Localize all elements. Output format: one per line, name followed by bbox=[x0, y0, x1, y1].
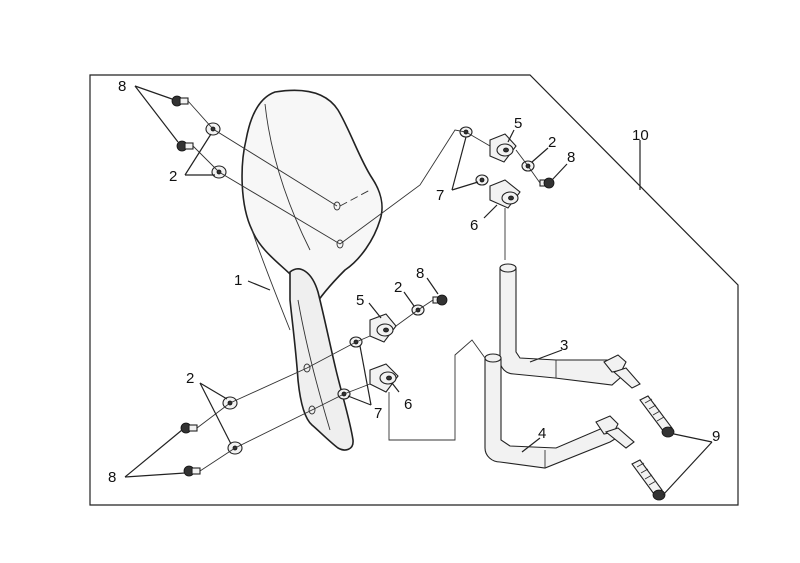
callout-2-top-right: 2 bbox=[548, 134, 556, 151]
callout-7-top-right: 7 bbox=[436, 187, 444, 204]
callout-7-middle: 7 bbox=[374, 405, 382, 422]
windshield-part bbox=[241, 89, 383, 451]
callout-8-middle: 8 bbox=[416, 265, 424, 282]
leader-lines bbox=[124, 85, 713, 496]
clamp-middle bbox=[369, 363, 399, 393]
callout-8-top-left: 8 bbox=[118, 78, 126, 95]
short-bolts bbox=[171, 95, 555, 477]
callout-2-middle: 2 bbox=[394, 279, 402, 296]
callout-6-middle: 6 bbox=[404, 396, 412, 413]
long-bolt-upper bbox=[639, 395, 675, 438]
assembly-lines bbox=[187, 100, 541, 472]
callout-10: 10 bbox=[632, 127, 649, 144]
callout-5-top-right: 5 bbox=[514, 115, 522, 132]
callout-6-top-right: 6 bbox=[470, 217, 478, 234]
callout-9: 9 bbox=[712, 428, 720, 445]
clamp-upper-right bbox=[489, 179, 521, 209]
callout-4: 4 bbox=[538, 425, 546, 442]
spacer-upper-right bbox=[489, 133, 517, 163]
callout-3: 3 bbox=[560, 337, 568, 354]
spacer-middle bbox=[369, 313, 397, 343]
long-bolt-lower bbox=[631, 459, 666, 501]
kit-boundary bbox=[89, 74, 739, 506]
callout-labels: 8 2 1 2 8 5 2 8 7 6 5 2 8 7 6 3 4 9 10 bbox=[108, 78, 720, 486]
callout-8-bottom-left: 8 bbox=[108, 469, 116, 486]
callout-2-bottom-left: 2 bbox=[186, 370, 194, 387]
callout-1: 1 bbox=[234, 272, 242, 289]
callout-2-top-left: 2 bbox=[169, 168, 177, 185]
upper-bracket-part bbox=[499, 263, 641, 389]
callout-8-top-right: 8 bbox=[567, 149, 575, 166]
callout-5-middle: 5 bbox=[356, 292, 364, 309]
lower-bracket-part bbox=[484, 353, 635, 469]
